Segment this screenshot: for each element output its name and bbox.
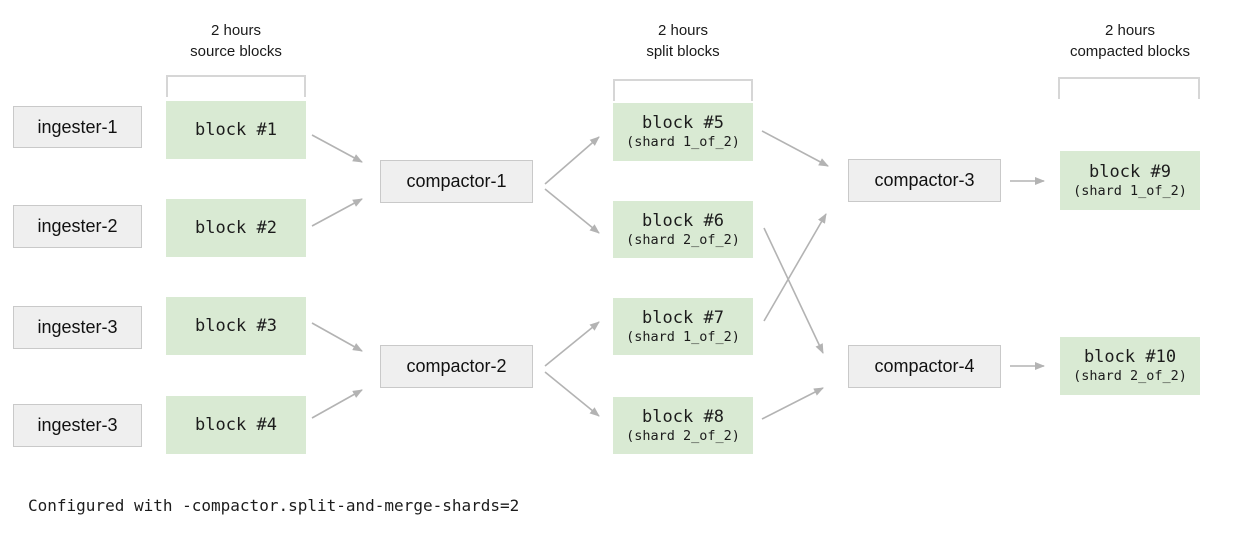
source-blocks-bracket bbox=[166, 75, 306, 97]
block-4-label: block #4 bbox=[195, 414, 277, 435]
compactor-1-node: compactor-1 bbox=[380, 160, 533, 203]
block-6-label: block #6 bbox=[642, 210, 724, 231]
compacted-blocks-header-line1: 2 hours bbox=[1104, 22, 1156, 39]
split-blocks-header-line2: split blocks bbox=[646, 43, 720, 60]
arrow-block7-to-compactor3 bbox=[763, 213, 827, 322]
compacted-blocks-bracket bbox=[1058, 77, 1200, 99]
block-8-node: block #8 (shard 2_of_2) bbox=[613, 397, 753, 454]
arrow-compactor1-to-block5 bbox=[544, 136, 600, 185]
arrow-block1-to-compactor1 bbox=[311, 134, 363, 163]
ingester-1-label: ingester-1 bbox=[37, 116, 118, 137]
block-2-label: block #2 bbox=[195, 217, 277, 238]
arrow-compactor2-to-block8 bbox=[544, 371, 600, 417]
split-blocks-bracket bbox=[613, 79, 753, 101]
arrow-block3-to-compactor2 bbox=[311, 322, 363, 352]
block-5-label: block #5 bbox=[642, 113, 724, 133]
block-10-label: block #10 bbox=[1083, 347, 1177, 367]
block-10-shard-label: (shard 2_of_2) bbox=[1073, 368, 1187, 384]
split-blocks-header-line1: 2 hours bbox=[657, 22, 709, 39]
source-blocks-header: 2 hours source blocks bbox=[156, 20, 316, 62]
block-9-label: block #9 bbox=[1089, 161, 1171, 182]
source-blocks-header-line1: 2 hours bbox=[210, 22, 262, 39]
arrow-block5-to-compactor3 bbox=[761, 130, 829, 167]
block-10-node: block #10 (shard 2_of_2) bbox=[1060, 337, 1200, 395]
ingester-3b-node: ingester-3 bbox=[13, 404, 142, 447]
block-6-node: block #6 (shard 2_of_2) bbox=[613, 201, 753, 258]
ingester-2-label: ingester-2 bbox=[37, 216, 118, 236]
compacted-blocks-header: 2 hours compacted blocks bbox=[1044, 20, 1216, 62]
block-8-shard-label: (shard 2_of_2) bbox=[626, 427, 740, 444]
config-text: Configured with -compactor.split-and-mer… bbox=[28, 496, 520, 515]
arrow-block2-to-compactor1 bbox=[311, 198, 363, 227]
compacted-blocks-header-line2: compacted blocks bbox=[1069, 43, 1191, 60]
ingester-3b-label: ingester-3 bbox=[37, 415, 118, 435]
block-1-node: block #1 bbox=[166, 101, 306, 159]
arrow-block4-to-compactor2 bbox=[311, 389, 363, 419]
arrow-compactor1-to-block6 bbox=[544, 188, 600, 234]
block-9-shard-label: (shard 1_of_2) bbox=[1073, 182, 1187, 199]
compactor-2-label: compactor-2 bbox=[406, 356, 507, 376]
block-4-node: block #4 bbox=[166, 396, 306, 454]
ingester-3-node: ingester-3 bbox=[13, 306, 142, 349]
block-5-node: block #5 (shard 1_of_2) bbox=[613, 103, 753, 161]
block-1-label: block #1 bbox=[195, 119, 277, 140]
compactor-3-node: compactor-3 bbox=[848, 159, 1001, 202]
block-7-node: block #7 (shard 1_of_2) bbox=[613, 298, 753, 355]
arrow-block6-to-compactor4 bbox=[763, 227, 824, 354]
block-7-shard-label: (shard 1_of_2) bbox=[626, 328, 740, 345]
compactor-2-node: compactor-2 bbox=[380, 345, 533, 388]
block-5-shard-label: (shard 1_of_2) bbox=[626, 134, 740, 150]
compactor-4-label: compactor-4 bbox=[874, 356, 975, 376]
arrow-compactor2-to-block7 bbox=[544, 321, 600, 367]
ingester-2-node: ingester-2 bbox=[13, 205, 142, 248]
ingester-3-label: ingester-3 bbox=[37, 317, 118, 337]
block-6-shard-label: (shard 2_of_2) bbox=[626, 231, 740, 248]
block-8-label: block #8 bbox=[642, 406, 724, 427]
source-blocks-header-line2: source blocks bbox=[190, 43, 282, 60]
block-7-label: block #7 bbox=[642, 307, 724, 328]
compactor-1-label: compactor-1 bbox=[406, 171, 507, 191]
ingester-1-node: ingester-1 bbox=[13, 106, 142, 148]
split-blocks-header: 2 hours split blocks bbox=[603, 20, 763, 62]
arrow-block8-to-compactor4 bbox=[761, 387, 824, 420]
block-2-node: block #2 bbox=[166, 199, 306, 257]
compactor-3-label: compactor-3 bbox=[874, 170, 975, 190]
block-9-node: block #9 (shard 1_of_2) bbox=[1060, 151, 1200, 210]
block-3-label: block #3 bbox=[195, 315, 277, 336]
block-3-node: block #3 bbox=[166, 297, 306, 355]
compactor-4-node: compactor-4 bbox=[848, 345, 1001, 388]
